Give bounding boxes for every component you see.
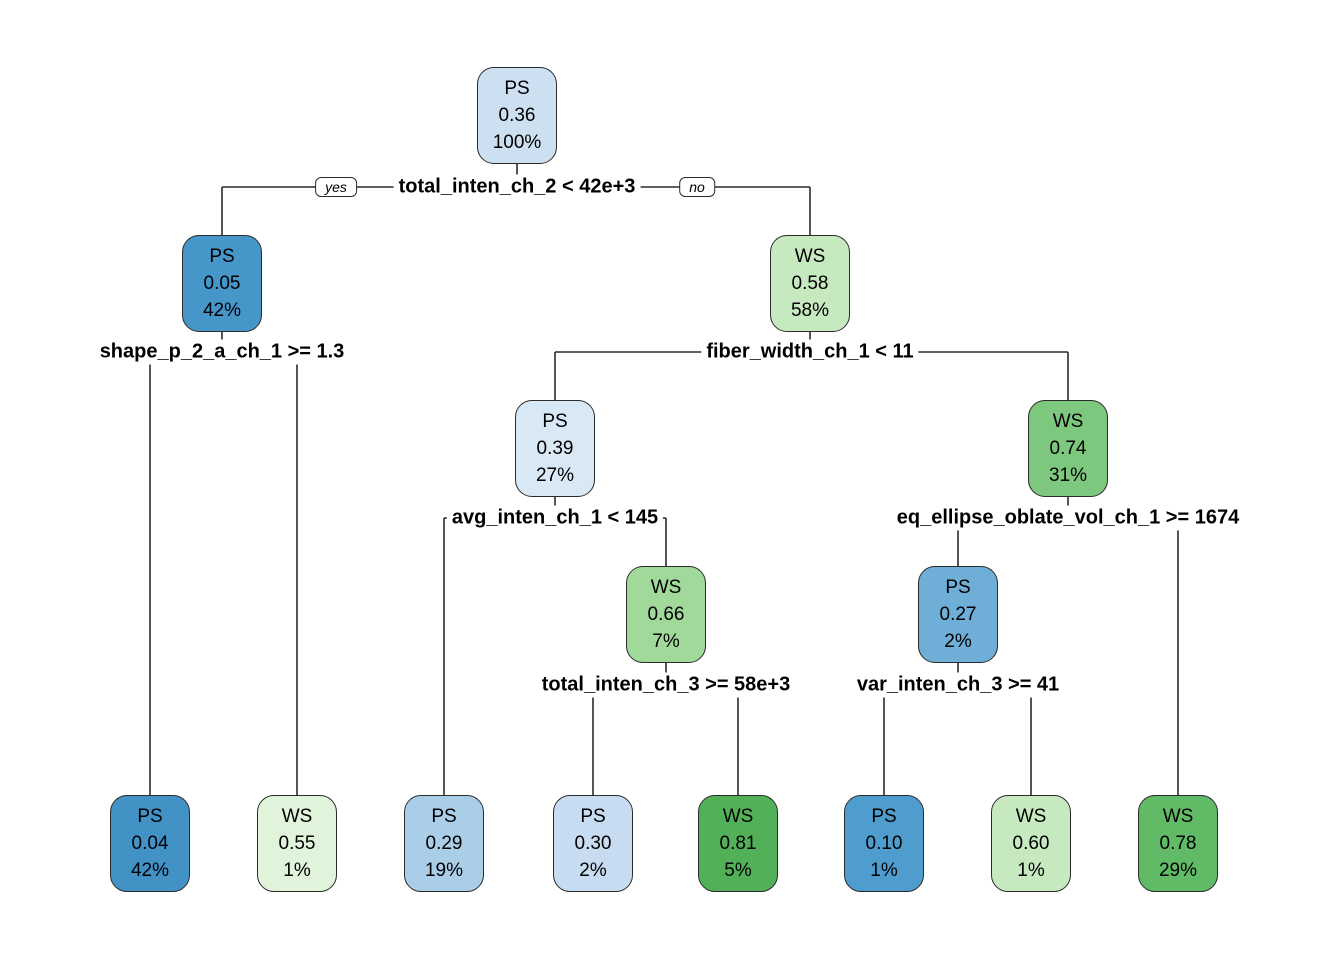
node-pct: 2%	[579, 860, 607, 881]
node-pct: 31%	[1048, 465, 1088, 486]
node-prob: 0.78	[1159, 833, 1197, 854]
node-class: PS	[580, 806, 606, 827]
node-prob: 0.58	[791, 273, 829, 294]
node-pct: 7%	[652, 631, 680, 652]
node-prob: 0.30	[574, 833, 612, 854]
node-class: WS	[794, 246, 826, 267]
node-pct: 100%	[492, 132, 542, 153]
edge-label-yes: yes	[315, 177, 357, 197]
node-class: PS	[209, 246, 235, 267]
node-pct: 42%	[202, 300, 242, 321]
tree-leaf-n9: WS 0.55 1%	[257, 795, 337, 892]
tree-node-n3: WS 0.58 58%	[770, 235, 850, 332]
split-label-shape-p-2-a-ch-1: shape_p_2_a_ch_1 >= 1.3	[94, 339, 350, 365]
node-class: PS	[137, 806, 163, 827]
node-pct: 58%	[790, 300, 830, 321]
node-class: WS	[1015, 806, 1047, 827]
node-prob: 0.27	[939, 604, 977, 625]
tree-node-n4: PS 0.39 27%	[515, 400, 595, 497]
tree-leaf-n14: WS 0.60 1%	[991, 795, 1071, 892]
tree-leaf-n12: WS 0.81 5%	[698, 795, 778, 892]
node-prob: 0.81	[719, 833, 757, 854]
edge-label-no: no	[679, 177, 715, 197]
node-pct: 2%	[944, 631, 972, 652]
node-prob: 0.10	[865, 833, 903, 854]
tree-node-n7: PS 0.27 2%	[918, 566, 998, 663]
split-label-total-inten-ch-2: total_inten_ch_2 < 42e+3	[393, 174, 641, 200]
node-class: WS	[281, 806, 313, 827]
node-prob: 0.04	[131, 833, 169, 854]
node-pct: 29%	[1158, 860, 1198, 881]
node-pct: 19%	[424, 860, 464, 881]
node-class: WS	[722, 806, 754, 827]
tree-node-n6: WS 0.66 7%	[626, 566, 706, 663]
node-pct: 5%	[724, 860, 752, 881]
node-class: WS	[1162, 806, 1194, 827]
node-prob: 0.39	[536, 438, 574, 459]
tree-node-root: PS 0.36 100%	[477, 67, 557, 164]
split-label-var-inten-ch-3: var_inten_ch_3 >= 41	[851, 672, 1065, 698]
node-class: PS	[945, 577, 971, 598]
tree-leaf-n8: PS 0.04 42%	[110, 795, 190, 892]
node-prob: 0.36	[498, 105, 536, 126]
split-label-fiber-width-ch-1: fiber_width_ch_1 < 11	[701, 339, 919, 365]
split-label-avg-inten-ch-1: avg_inten_ch_1 < 145	[446, 505, 664, 531]
node-pct: 42%	[130, 860, 170, 881]
node-class: WS	[1052, 411, 1084, 432]
node-prob: 0.55	[278, 833, 316, 854]
tree-node-n2: PS 0.05 42%	[182, 235, 262, 332]
node-class: PS	[542, 411, 568, 432]
split-label-total-inten-ch-3: total_inten_ch_3 >= 58e+3	[536, 672, 796, 698]
node-prob: 0.66	[647, 604, 685, 625]
node-pct: 1%	[283, 860, 311, 881]
tree-leaf-n10: PS 0.29 19%	[404, 795, 484, 892]
tree-node-n5: WS 0.74 31%	[1028, 400, 1108, 497]
node-pct: 1%	[1017, 860, 1045, 881]
node-class: PS	[504, 78, 530, 99]
node-prob: 0.60	[1012, 833, 1050, 854]
node-class: WS	[650, 577, 682, 598]
node-class: PS	[431, 806, 457, 827]
split-label-eq-ellipse-oblate-vol-ch-1: eq_ellipse_oblate_vol_ch_1 >= 1674	[891, 505, 1245, 531]
tree-leaf-n11: PS 0.30 2%	[553, 795, 633, 892]
tree-leaf-n15: WS 0.78 29%	[1138, 795, 1218, 892]
node-class: PS	[871, 806, 897, 827]
tree-leaf-n13: PS 0.10 1%	[844, 795, 924, 892]
node-prob: 0.05	[203, 273, 241, 294]
node-prob: 0.74	[1049, 438, 1087, 459]
node-pct: 27%	[535, 465, 575, 486]
node-pct: 1%	[870, 860, 898, 881]
node-prob: 0.29	[425, 833, 463, 854]
